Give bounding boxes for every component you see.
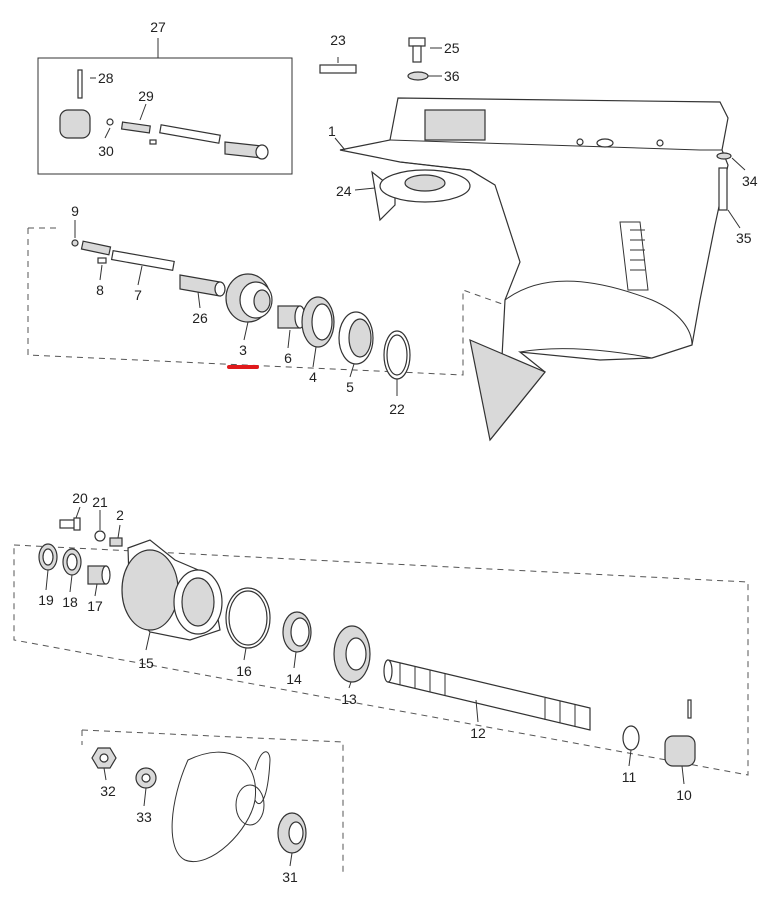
callout-1: 1 <box>328 123 336 139</box>
upper-shaft-parts <box>71 239 226 297</box>
callout-5: 5 <box>346 379 354 395</box>
part-6-bushing <box>277 305 306 329</box>
callout-35: 35 <box>736 230 752 246</box>
gearcase-housing <box>339 97 729 442</box>
lower-group-outline <box>13 544 749 776</box>
part-25-bolt <box>408 37 426 63</box>
callout-34: 34 <box>742 173 758 189</box>
callout-15: 15 <box>138 655 154 671</box>
propeller-group-outline <box>81 729 344 875</box>
callout-25: 25 <box>444 40 460 56</box>
callout-31: 31 <box>282 869 298 885</box>
part-5-race <box>338 311 374 365</box>
part-3-bearing-carrier <box>225 273 273 323</box>
lower-small-parts <box>38 517 123 585</box>
callout-33: 33 <box>136 809 152 825</box>
part-12-propeller-shaft <box>383 659 591 731</box>
callout-23: 23 <box>330 32 346 48</box>
callout-3: 3 <box>239 342 247 358</box>
callout-18: 18 <box>62 594 78 610</box>
inset-parts <box>59 69 269 160</box>
part-4-bearing <box>301 296 335 348</box>
callout-7: 7 <box>134 287 142 303</box>
part-15-bearing-carrier <box>121 539 223 641</box>
callout-labels: 27 28 29 30 23 25 36 1 24 34 35 9 8 7 26… <box>38 19 758 885</box>
callout-13: 13 <box>341 691 357 707</box>
propeller <box>171 751 271 863</box>
part-23-key <box>319 64 357 74</box>
part-16-oring <box>225 587 271 649</box>
part-13-gear <box>333 625 371 683</box>
callout-19: 19 <box>38 592 54 608</box>
leader-lines <box>45 47 746 867</box>
callout-21: 21 <box>92 494 108 510</box>
callout-36: 36 <box>444 68 460 84</box>
upper-group-outline <box>27 228 506 376</box>
callout-10: 10 <box>676 787 692 803</box>
callout-4: 4 <box>309 369 317 385</box>
part-33-tab-washer <box>135 767 157 789</box>
part-10-nut <box>664 699 696 767</box>
callout-14: 14 <box>286 671 302 687</box>
part-24-pickup <box>371 169 471 222</box>
callout-12: 12 <box>470 725 486 741</box>
part-36-washer <box>407 71 429 81</box>
callout-11: 11 <box>622 769 637 785</box>
callout-32: 32 <box>100 783 116 799</box>
part-35-stud <box>718 167 728 211</box>
callout-24: 24 <box>336 183 352 199</box>
part-14-bearing <box>282 611 312 653</box>
callout-6: 6 <box>284 350 292 366</box>
callout-2: 2 <box>116 507 124 523</box>
callout-22: 22 <box>389 401 405 417</box>
part-31-thrust-hub <box>277 812 307 854</box>
part-34-washer <box>716 152 732 160</box>
callout-30: 30 <box>98 143 114 159</box>
inset-box <box>37 38 293 175</box>
callout-16: 16 <box>236 663 252 679</box>
callout-8: 8 <box>96 282 104 298</box>
callout-26: 26 <box>192 310 208 326</box>
callout-27: 27 <box>150 19 166 35</box>
callout-28: 28 <box>98 70 114 86</box>
callout-17: 17 <box>87 598 103 614</box>
part-22-oring <box>383 330 411 380</box>
callout-9: 9 <box>71 203 79 219</box>
part-32-nut <box>91 747 117 769</box>
callout-20: 20 <box>72 490 88 506</box>
part-11-oring <box>622 725 640 751</box>
callout-29: 29 <box>138 88 154 104</box>
